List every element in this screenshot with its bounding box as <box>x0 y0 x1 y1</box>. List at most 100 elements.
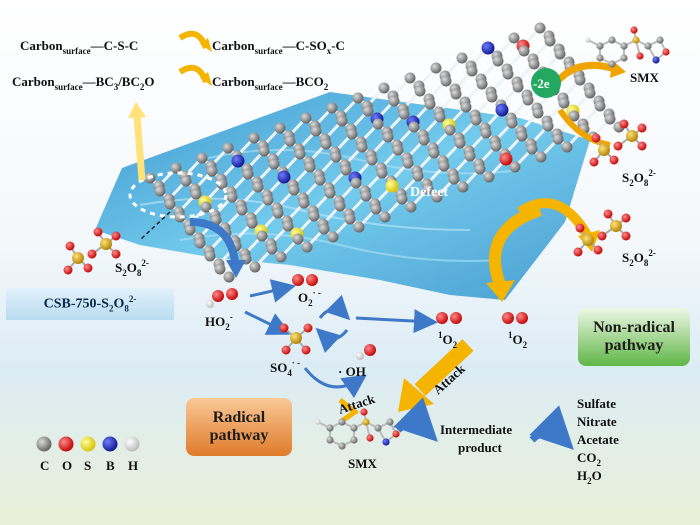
lattice-atom-c <box>324 187 336 199</box>
lattice-atom-c <box>356 141 368 153</box>
smx-molecule-bottom <box>315 408 400 450</box>
atom-b <box>382 438 390 446</box>
lattice-atom-c <box>226 191 238 203</box>
singlet-oxygen-molecule-1 <box>436 312 462 324</box>
atom-c <box>596 42 604 50</box>
lattice-atom-c <box>558 97 570 109</box>
nonradical-attack-arrow <box>414 339 474 396</box>
svg-text:Carbonsurface—C-SOx-C: Carbonsurface—C-SOx-C <box>212 38 345 56</box>
atom-o <box>573 247 583 257</box>
lattice-atom-c <box>522 94 534 106</box>
lattice-atom-c <box>418 134 430 146</box>
svg-text:Nitrate: Nitrate <box>577 414 617 429</box>
smx-to-intermediate-arrow <box>393 397 438 442</box>
lattice-atom-c <box>194 237 206 249</box>
atom-o <box>303 323 313 333</box>
lattice-atom-c <box>424 98 436 110</box>
atom-h <box>206 300 214 308</box>
atom-o <box>516 312 528 324</box>
atom-o <box>111 249 121 259</box>
lattice-atom-c <box>360 190 372 202</box>
surface-to-reaction-arrow <box>133 114 146 181</box>
lattice-atom-c <box>460 101 472 113</box>
singlet-oxygen-label-1: 1O2 <box>438 330 458 350</box>
ho2-molecule <box>206 288 238 308</box>
atom-o <box>301 345 311 355</box>
lattice-atom-c <box>344 213 356 225</box>
legend-atom-o <box>58 436 74 452</box>
lattice-atom-c <box>508 32 520 44</box>
lattice-atom-c <box>372 118 384 130</box>
lattice-atom-c <box>362 105 374 117</box>
atom-o <box>502 312 514 324</box>
atom-o <box>93 227 103 237</box>
lattice-atom-c <box>408 121 420 133</box>
lattice-atom-c <box>414 85 426 97</box>
cycle-arrow-bottom <box>315 327 349 354</box>
s2o8-label-left: S2O82- <box>115 258 149 278</box>
atom-o <box>212 290 224 302</box>
atom-o <box>436 312 448 324</box>
lattice-atom-c <box>352 92 364 104</box>
defect-to-nonradical-arrow <box>489 204 543 288</box>
lattice-atom-c <box>518 45 530 57</box>
atom-h <box>356 352 364 360</box>
lattice-atom-c <box>526 143 538 155</box>
atom-o <box>609 155 619 165</box>
atom-o <box>366 434 374 442</box>
o2-radical-label: O2· - <box>298 288 321 308</box>
lattice-atom-c <box>512 81 524 93</box>
lattice-atom-c <box>594 100 606 112</box>
lattice-atom-c <box>466 65 478 77</box>
atom-s <box>290 332 302 344</box>
lattice-atom-c <box>552 133 564 145</box>
lattice-atom-c <box>516 130 528 142</box>
lattice-atom-c <box>509 161 521 173</box>
lattice-atom-c <box>568 110 580 122</box>
so4-radical-label: SO4· - <box>270 358 300 378</box>
lattice-atom-c <box>476 78 488 90</box>
lattice-atom-c <box>249 261 261 273</box>
activation-arrow <box>189 218 239 263</box>
lattice-atom-c <box>284 135 296 147</box>
lattice-atom-c <box>304 161 316 173</box>
atom-o <box>575 223 585 233</box>
persulfate-right <box>573 209 631 257</box>
atom-o <box>637 141 647 151</box>
reaction-line-1: Carbonsurface—C-S-C Carbonsurface—C-SOx-… <box>20 38 345 56</box>
atom-c <box>608 36 616 44</box>
reaction-arrow-2 <box>178 64 209 84</box>
legend-label-s: S <box>84 458 91 473</box>
lattice-atom-c <box>314 174 326 186</box>
hydroxyl-molecule <box>356 344 376 360</box>
lattice-atom-c <box>308 210 320 222</box>
ho2-to-so4-arrow <box>244 310 292 335</box>
lattice-atom-c <box>346 128 358 140</box>
lattice-atom-c <box>204 250 216 262</box>
lattice-atom-c <box>535 151 547 163</box>
legend-label-o: O <box>62 458 72 473</box>
lattice-atom-c <box>256 230 268 242</box>
lattice-atom-c <box>292 233 304 245</box>
atom-o <box>597 231 607 241</box>
legend-atom-s <box>80 436 96 452</box>
atom-b <box>652 56 660 64</box>
atom-o <box>662 48 670 56</box>
atom-c <box>338 442 346 450</box>
lattice-atom-c <box>405 201 417 213</box>
atom-c <box>326 436 334 444</box>
lattice-atom-c <box>379 211 391 223</box>
lattice-atom-c <box>492 55 504 67</box>
atom-o <box>292 274 304 286</box>
persulfate-left <box>63 227 121 275</box>
atom-o <box>591 133 601 143</box>
lattice-atom-c <box>398 108 410 120</box>
svg-text:Carbonsurface—BC3/BC2O: Carbonsurface—BC3/BC2O <box>12 74 154 92</box>
lattice-atom-c <box>370 203 382 215</box>
atom-c <box>608 60 616 68</box>
legend-atom-h <box>124 436 140 452</box>
atom-o <box>281 345 291 355</box>
lattice-atom-c <box>320 138 332 150</box>
atom-o <box>630 26 638 34</box>
